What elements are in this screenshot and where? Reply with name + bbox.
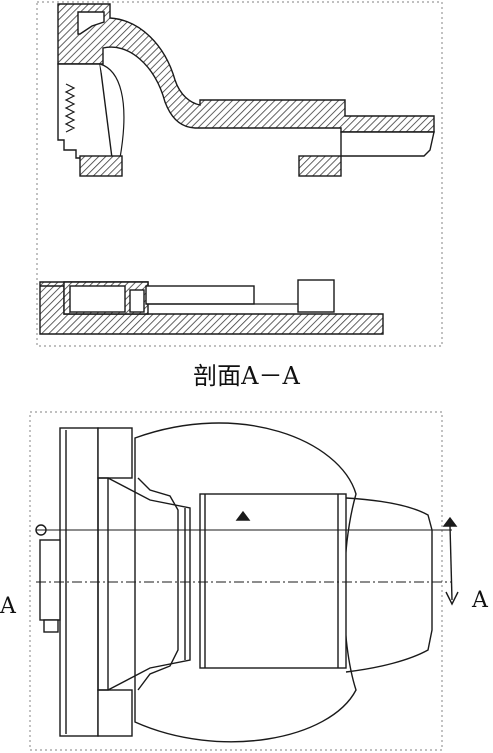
- slide-rail-section: [39, 279, 384, 335]
- jaw-body-section: [57, 3, 435, 133]
- flange-block-bottom: [97, 689, 133, 737]
- slide-slot-2: [129, 289, 145, 313]
- jaw-teeth: [64, 83, 76, 133]
- slide-post: [297, 279, 335, 313]
- section-view-profile: [57, 3, 435, 177]
- flange-block-top: [97, 427, 133, 479]
- plan-view: [35, 422, 459, 743]
- marker-triangle-right: [442, 516, 458, 527]
- flange-inner: [97, 477, 109, 691]
- section-title: 剖面A－A: [193, 362, 300, 390]
- rail-end: [340, 131, 435, 157]
- section-label-left: A: [0, 594, 16, 619]
- marker-triangle-top: [235, 510, 251, 521]
- screw-stub: [39, 539, 61, 621]
- section-view-frame: [36, 1, 443, 347]
- section-arrow-right: [449, 525, 453, 601]
- section-label-right: A: [472, 588, 488, 613]
- serrated-jaw: [57, 63, 113, 159]
- screw-tip: [43, 619, 59, 633]
- nose-extension: [345, 497, 433, 673]
- slide-slot-1: [69, 285, 126, 313]
- movable-jaw: [199, 493, 347, 669]
- slide-window: [145, 285, 255, 305]
- left-foot: [79, 155, 123, 177]
- plan-view-frame: [29, 411, 443, 751]
- support-web: [99, 63, 125, 159]
- right-foot: [298, 155, 342, 177]
- jaw-pocket: [77, 11, 105, 35]
- taper-neck: [107, 477, 191, 691]
